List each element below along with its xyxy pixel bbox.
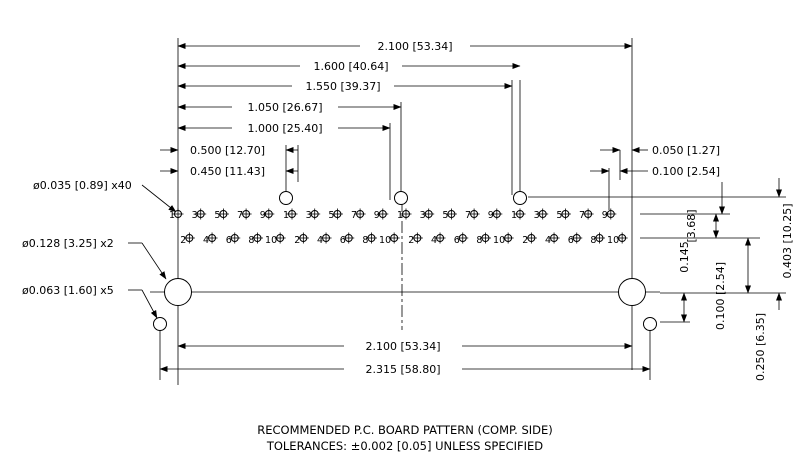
pin-number: 4 bbox=[545, 235, 551, 246]
alignment-hole bbox=[513, 191, 527, 205]
callout-small-holes: ø0.035 [0.89] x40 bbox=[33, 179, 132, 192]
pin-number: 3 bbox=[306, 210, 312, 221]
pin-number: 4 bbox=[317, 235, 323, 246]
dim-1550: 1.550 [39.37] bbox=[305, 80, 380, 93]
pin-number: 8 bbox=[476, 235, 482, 246]
mounting-hole-large bbox=[618, 278, 646, 306]
vertical-dimension-lines bbox=[681, 178, 782, 323]
mounting-hole-small bbox=[643, 317, 657, 331]
pin-number: 8 bbox=[362, 235, 368, 246]
centerlines bbox=[150, 200, 660, 330]
pin-number: 4 bbox=[203, 235, 209, 246]
dim-2100: 2.100 [53.34] bbox=[377, 40, 452, 53]
pin-number: 4 bbox=[431, 235, 437, 246]
alignment-hole bbox=[394, 191, 408, 205]
dim-vert-254: 0.100 [2.54] bbox=[714, 262, 727, 330]
pin-number: 1 bbox=[397, 210, 403, 221]
alignment-hole bbox=[279, 191, 293, 205]
pin-number: 2 bbox=[408, 235, 414, 246]
pin-number: 10 bbox=[265, 235, 277, 246]
pin-number: 5 bbox=[214, 210, 220, 221]
dim-bottom-2100: 2.100 [53.34] bbox=[365, 340, 440, 353]
dim-1050: 1.050 [26.67] bbox=[247, 101, 322, 114]
pin-number: 8 bbox=[248, 235, 254, 246]
dim-1600: 1.600 [40.64] bbox=[313, 60, 388, 73]
dim-vert-0250: 0.250 [6.35] bbox=[754, 313, 767, 381]
dim-vert-0145: 0.145 bbox=[678, 241, 691, 273]
drawing-notes: RECOMMENDED P.C. BOARD PATTERN (COMP. SI… bbox=[257, 423, 553, 453]
mounting-hole-small bbox=[153, 317, 167, 331]
pin-number: 2 bbox=[180, 235, 186, 246]
pin-number: 5 bbox=[328, 210, 334, 221]
pin-number: 9 bbox=[488, 210, 494, 221]
note-tolerance: TOLERANCES: ±0.002 [0.05] UNLESS SPECIFI… bbox=[266, 439, 543, 453]
note-title: RECOMMENDED P.C. BOARD PATTERN (COMP. SI… bbox=[257, 423, 553, 437]
pin-number: 1 bbox=[511, 210, 517, 221]
dim-0450: 0.450 [11.43] bbox=[190, 165, 265, 178]
pin-number: 9 bbox=[602, 210, 608, 221]
pin-number: 5 bbox=[556, 210, 562, 221]
mounting-hole-large bbox=[164, 278, 192, 306]
pin-number: 6 bbox=[454, 235, 460, 246]
pin-number: 7 bbox=[351, 210, 357, 221]
pin-number: 6 bbox=[568, 235, 574, 246]
pin-number: 9 bbox=[260, 210, 266, 221]
pin-number: 8 bbox=[590, 235, 596, 246]
dimension-lines bbox=[159, 43, 651, 372]
pin-number: 10 bbox=[607, 235, 619, 246]
pin-number: 1 bbox=[169, 210, 175, 221]
pin-number: 5 bbox=[442, 210, 448, 221]
pin-number: 7 bbox=[579, 210, 585, 221]
dimension-labels: 2.100 [53.34] 1.600 [40.64] 1.550 [39.37… bbox=[190, 40, 794, 381]
pin-number: 7 bbox=[465, 210, 471, 221]
dim-bottom-2315: 2.315 [58.80] bbox=[365, 363, 440, 376]
dim-vert-368: [3.68] bbox=[685, 209, 698, 242]
pin-number: 6 bbox=[340, 235, 346, 246]
hole-callouts: ø0.035 [0.89] x40 ø0.128 [3.25] x2 ø0.06… bbox=[22, 179, 132, 297]
hole-leaders bbox=[128, 184, 177, 319]
dim-0100: 0.100 [2.54] bbox=[652, 165, 720, 178]
dim-vert-0403: 0.403 [10.25] bbox=[781, 203, 794, 278]
pin-number: 10 bbox=[493, 235, 505, 246]
pin-number: 3 bbox=[534, 210, 540, 221]
pin-number: 6 bbox=[226, 235, 232, 246]
pin-number: 9 bbox=[374, 210, 380, 221]
pin-holes bbox=[172, 208, 628, 244]
pin-number: 3 bbox=[192, 210, 198, 221]
pin-number: 2 bbox=[522, 235, 528, 246]
dim-1000: 1.000 [25.40] bbox=[247, 122, 322, 135]
callout-medium-holes: ø0.063 [1.60] x5 bbox=[22, 284, 114, 297]
pin-number: 3 bbox=[420, 210, 426, 221]
pin-number: 2 bbox=[294, 235, 300, 246]
pin-number: 7 bbox=[237, 210, 243, 221]
dim-0050: 0.050 [1.27] bbox=[652, 144, 720, 157]
dim-0500: 0.500 [12.70] bbox=[190, 144, 265, 157]
pin-number: 1 bbox=[283, 210, 289, 221]
callout-large-holes: ø0.128 [3.25] x2 bbox=[22, 237, 114, 250]
pin-number: 10 bbox=[379, 235, 391, 246]
alignment-holes bbox=[153, 191, 657, 331]
pin-labels: 1 2 3 4 5 6 7 8 9 10 1 2 3 4 5 6 7 8 9 10 1 2 3 4 5 6 7 8 9 10 1 2 3 4 5 6 7… bbox=[169, 210, 619, 246]
